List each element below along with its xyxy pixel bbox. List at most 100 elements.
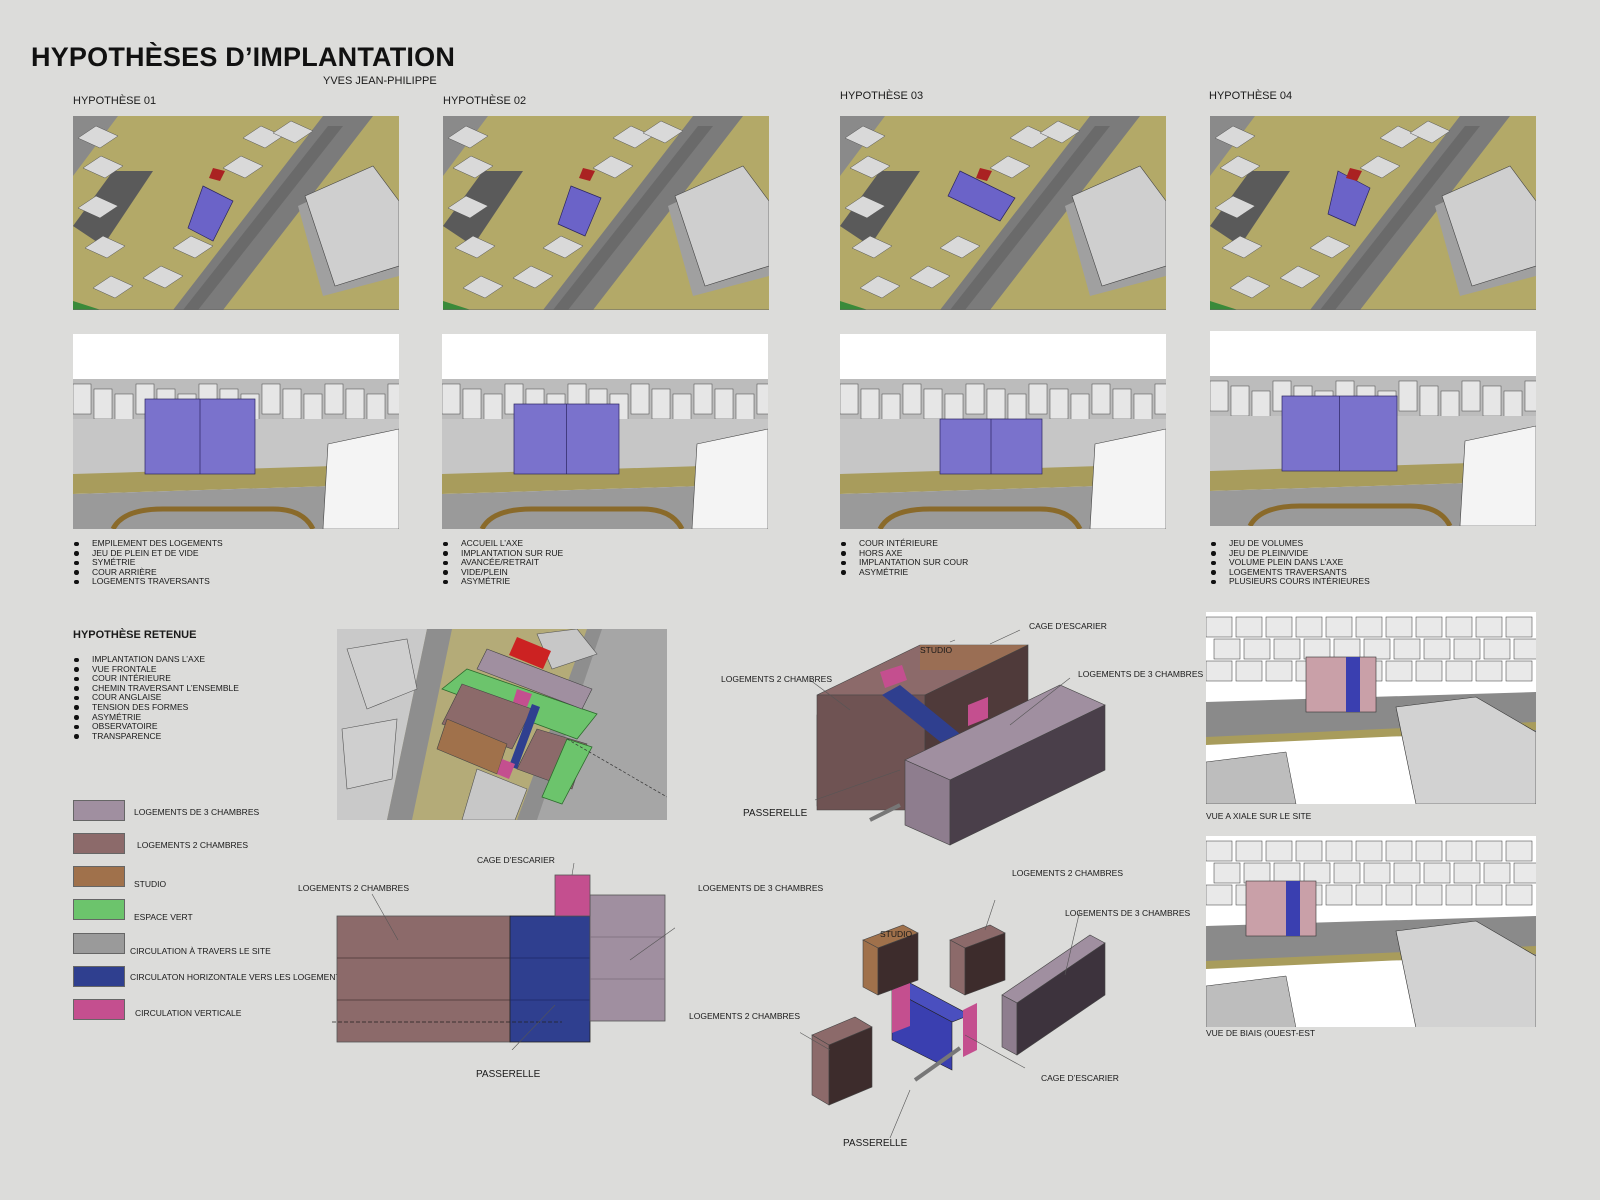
- building-block: [272, 120, 314, 144]
- city-block: [1423, 638, 1451, 660]
- road-edge: [183, 126, 343, 310]
- far-building: [1028, 383, 1048, 415]
- view-axiale-graphic: [1206, 612, 1536, 804]
- building-block: [844, 125, 886, 149]
- building-block: [909, 265, 951, 289]
- bullet: JEU DE PLEIN/VIDE: [1210, 548, 1370, 559]
- building-block: [1214, 125, 1256, 149]
- road-edge: [1320, 126, 1480, 310]
- site-plan-04: [1210, 116, 1536, 310]
- far-building: [714, 388, 734, 420]
- hypothesis-02-label: HYPOTHÈSE 02: [443, 95, 527, 107]
- author-name: YVES JEAN-PHILIPPE: [323, 75, 437, 87]
- axo-label-cage: CAGE D’ESCARIER: [1029, 621, 1107, 631]
- city-block: [1265, 616, 1293, 638]
- axo-label-log2: LOGEMENTS 2 CHAMBRES: [721, 674, 832, 684]
- existing-red: [1346, 168, 1362, 181]
- city-block: [1415, 660, 1443, 682]
- far-building: [1461, 380, 1481, 412]
- city-block: [1475, 884, 1503, 906]
- city-block: [1235, 840, 1263, 862]
- curb: [877, 506, 1083, 529]
- far-building: [1398, 380, 1418, 412]
- bullet: PLUSIEURS COURS INTÉRIEURES: [1210, 577, 1370, 587]
- view-3d-03: [840, 334, 1166, 529]
- existing-red: [976, 168, 992, 181]
- far-building: [965, 383, 985, 415]
- city-block: [1505, 840, 1533, 862]
- building-block: [512, 265, 554, 289]
- far-building: [923, 388, 943, 420]
- far-building: [1154, 383, 1166, 415]
- city-block: [1385, 616, 1413, 638]
- city-block: [1445, 884, 1473, 906]
- building-large: [1071, 165, 1166, 287]
- building-block: [77, 195, 119, 219]
- building-large: [1441, 165, 1536, 287]
- legend-label-studio: STUDIO: [134, 879, 167, 889]
- city-block: [1355, 840, 1383, 862]
- far-building: [282, 388, 302, 420]
- city-block: [1453, 862, 1481, 884]
- far-building: [840, 383, 859, 415]
- far-building: [693, 383, 713, 415]
- city-block: [1483, 862, 1511, 884]
- bullet: ASYMÉTRIE: [840, 567, 968, 578]
- far-building: [324, 383, 344, 415]
- legend-swatch-horizontal: [73, 966, 125, 987]
- view-3d-04-graphic: [1210, 331, 1536, 526]
- exploded-label-studio: STUDIO: [880, 929, 913, 939]
- exploded-label-log3: LOGEMENTS DE 3 CHAMBRES: [1065, 908, 1191, 918]
- bullet: LOGEMENTS TRAVERSANTS: [1210, 567, 1370, 578]
- city-block: [1206, 840, 1233, 862]
- city-block: [1295, 840, 1323, 862]
- far-building: [1524, 380, 1536, 412]
- city-block: [1385, 840, 1413, 862]
- site-plan-04-graphic: [1210, 116, 1536, 310]
- bullet: COUR ARRIÈRE: [73, 567, 223, 578]
- far-building: [1049, 388, 1069, 420]
- retained-site-plan: [337, 629, 667, 820]
- building-block: [1359, 155, 1401, 179]
- city-block: [1415, 616, 1443, 638]
- hypothesis-04-label: HYPOTHÈSE 04: [1209, 90, 1293, 102]
- hypothesis-03-bullets: COUR INTÉRIEURE HORS AXE IMPLANTATION SU…: [840, 538, 968, 578]
- far-building: [1230, 385, 1250, 417]
- curb: [479, 506, 685, 529]
- building-block: [1221, 235, 1263, 259]
- view-biais-graphic: [1206, 836, 1536, 1027]
- site-plan-01-graphic: [73, 116, 399, 310]
- city-block: [1325, 840, 1353, 862]
- foreground-building: [1206, 751, 1297, 804]
- legend-label-log3: LOGEMENTS DE 3 CHAMBRES: [134, 807, 260, 817]
- city-block: [1235, 660, 1263, 682]
- city-block: [1505, 616, 1533, 638]
- far-building: [442, 383, 461, 415]
- existing-red: [209, 168, 225, 181]
- city-block: [1213, 638, 1241, 660]
- building-block: [222, 155, 264, 179]
- building-block: [462, 275, 504, 299]
- plan-label-log2: LOGEMENTS 2 CHAMBRES: [298, 883, 409, 893]
- building-block: [1309, 235, 1351, 259]
- bullet: TRANSPARENCE: [73, 731, 239, 742]
- bullet: VUE FRONTALE: [73, 664, 239, 675]
- bullet: VOLUME PLEIN DANS L’AXE: [1210, 558, 1370, 568]
- city-block: [1355, 884, 1383, 906]
- building-block: [92, 275, 134, 299]
- legend-swatch-log2: [73, 833, 125, 854]
- proposed-volume: [1305, 656, 1377, 713]
- building-block: [1219, 155, 1261, 179]
- building-block: [1409, 120, 1451, 144]
- building-block: [592, 155, 634, 179]
- axo-label-passerelle: PASSERELLE: [743, 808, 808, 819]
- proposed-volume: [557, 185, 602, 237]
- far-building: [462, 388, 482, 420]
- city-block: [1475, 660, 1503, 682]
- site-plan-03-graphic: [840, 116, 1166, 310]
- building-block: [452, 155, 494, 179]
- city-block: [1303, 638, 1331, 660]
- axo-label-log3: LOGEMENTS DE 3 CHAMBRES: [1078, 669, 1204, 679]
- building-block: [939, 235, 981, 259]
- city-block: [1325, 884, 1353, 906]
